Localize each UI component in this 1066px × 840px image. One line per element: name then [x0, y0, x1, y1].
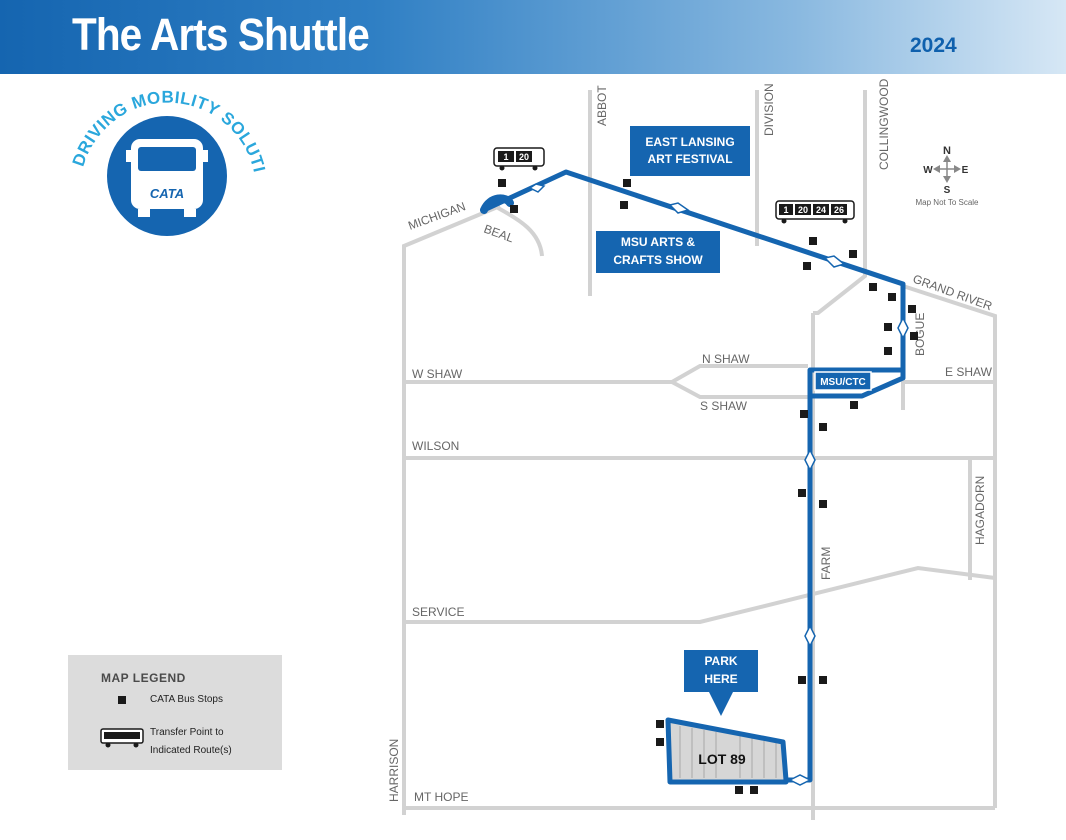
bus-stop [623, 179, 631, 187]
bus-stop [498, 179, 506, 187]
transfer-route-label: 1 [783, 205, 788, 215]
transfer-route-label: 26 [834, 205, 844, 215]
page-title: The Arts Shuttle [72, 9, 370, 60]
legend-transfer-line2: Indicated Route(s) [150, 745, 232, 756]
arts-crafts-line1: MSU ARTS & [621, 235, 696, 249]
street-label-beal: BEAL [482, 222, 516, 246]
transfer-route-label: 1 [503, 152, 508, 162]
art-festival-line1: EAST LANSING [645, 135, 734, 149]
bus-stop [884, 323, 892, 331]
lot-89: LOT 89 [668, 720, 786, 782]
street-label-hagadorn: HAGADORN [973, 476, 987, 545]
bus-stop [819, 676, 827, 684]
direction-arrow [668, 202, 690, 214]
bus-stop [620, 201, 628, 209]
map-legend: MAP LEGEND CATA Bus Stops Transfer Point… [68, 655, 282, 770]
arts-crafts-line2: CRAFTS SHOW [613, 253, 703, 267]
shuttle-route [480, 169, 906, 785]
park-here-line2: HERE [704, 672, 737, 686]
direction-arrow [804, 624, 816, 648]
art-festival-box: EAST LANSING ART FESTIVAL [630, 126, 750, 176]
bus-stop [656, 738, 664, 746]
direction-arrow [897, 316, 909, 340]
street-label-harrison: HARRISON [387, 739, 401, 802]
street-label-division: DIVISION [762, 83, 776, 136]
bus-stop [908, 305, 916, 313]
msu-ctc-label: MSU/CTC [820, 377, 866, 388]
street-label-michigan: MICHIGAN [406, 199, 467, 233]
bus-stop [809, 237, 817, 245]
legend-bus-stops: CATA Bus Stops [150, 694, 223, 705]
legend-title: MAP LEGEND [101, 671, 186, 685]
transfer-point-east: 1 20 24 26 [775, 200, 855, 224]
bus-stop [849, 250, 857, 258]
direction-arrow [804, 448, 816, 472]
street-label-wilson: WILSON [412, 439, 459, 453]
park-here-line1: PARK [704, 654, 737, 668]
road-network [402, 90, 997, 820]
legend-transfer: Transfer Point to Indicated Route(s) [150, 724, 232, 760]
bus-stop [910, 332, 918, 340]
bus-transfer-legend-icon [100, 728, 144, 748]
transfer-route-label: 20 [798, 205, 808, 215]
transfer-point-west: 1 20 [493, 147, 545, 171]
bus-stops [498, 179, 918, 794]
park-here-box: PARK HERE [684, 650, 758, 716]
street-label-abbot: ABBOT [595, 85, 609, 126]
bus-stop [819, 500, 827, 508]
street-label-n-shaw: N SHAW [702, 352, 750, 366]
road-n-shaw [404, 364, 808, 384]
compass-w: W [923, 165, 933, 176]
bus-stop [798, 676, 806, 684]
lot-label: LOT 89 [698, 751, 746, 767]
direction-arrow [823, 255, 846, 268]
street-label-e-shaw: E SHAW [945, 365, 993, 379]
street-label-mt-hope: MT HOPE [414, 790, 468, 804]
bus-stop [510, 205, 518, 213]
bus-stop [750, 786, 758, 794]
bus-stop [850, 401, 858, 409]
street-label-s-shaw: S SHAW [700, 399, 748, 413]
bus-stop [735, 786, 743, 794]
cata-logo: DRIVING MOBILITY SOLUTIONS CATA [0, 0, 268, 236]
road-collingwood [813, 90, 867, 315]
compass-n: N [943, 145, 951, 157]
year-label: 2024 [910, 34, 957, 57]
road-harrison-michigan [402, 204, 501, 815]
transfer-route-label: 24 [816, 205, 826, 215]
header-banner: The Arts Shuttle 2024 [0, 0, 1066, 74]
bus-stop [803, 262, 811, 270]
legend-transfer-line1: Transfer Point to [150, 727, 224, 738]
road-grand-river [902, 284, 997, 808]
art-festival-line2: ART FESTIVAL [647, 152, 732, 166]
street-label-w-shaw: W SHAW [412, 367, 463, 381]
street-label-collingwood: COLLINGWOOD [877, 78, 891, 170]
msu-ctc-station: MSU/CTC [814, 371, 872, 391]
bus-stop [888, 293, 896, 301]
direction-arrow [788, 774, 812, 786]
logo-brand: CATA [150, 186, 184, 201]
arts-crafts-box: MSU ARTS & CRAFTS SHOW [596, 231, 720, 273]
bus-stop [884, 347, 892, 355]
street-label-service: SERVICE [412, 605, 464, 619]
road-service [404, 565, 996, 624]
transfer-route-label: 20 [519, 152, 529, 162]
bus-stop [869, 283, 877, 291]
bus-stop [800, 410, 808, 418]
compass-e: E [962, 165, 969, 176]
road-s-shaw [671, 380, 808, 399]
street-label-farm: FARM [819, 547, 833, 580]
compass-icon: N S W E Map Not To Scale [916, 145, 980, 207]
map-scale-note: Map Not To Scale [916, 198, 980, 207]
compass-s: S [944, 185, 951, 196]
direction-arrow [528, 183, 546, 193]
street-label-bogue: BOGUE [913, 313, 927, 356]
bus-stop [798, 489, 806, 497]
bus-stop [819, 423, 827, 431]
road-beal [497, 206, 544, 257]
bus-stop-legend-icon [118, 696, 126, 704]
bus-stop [656, 720, 664, 728]
